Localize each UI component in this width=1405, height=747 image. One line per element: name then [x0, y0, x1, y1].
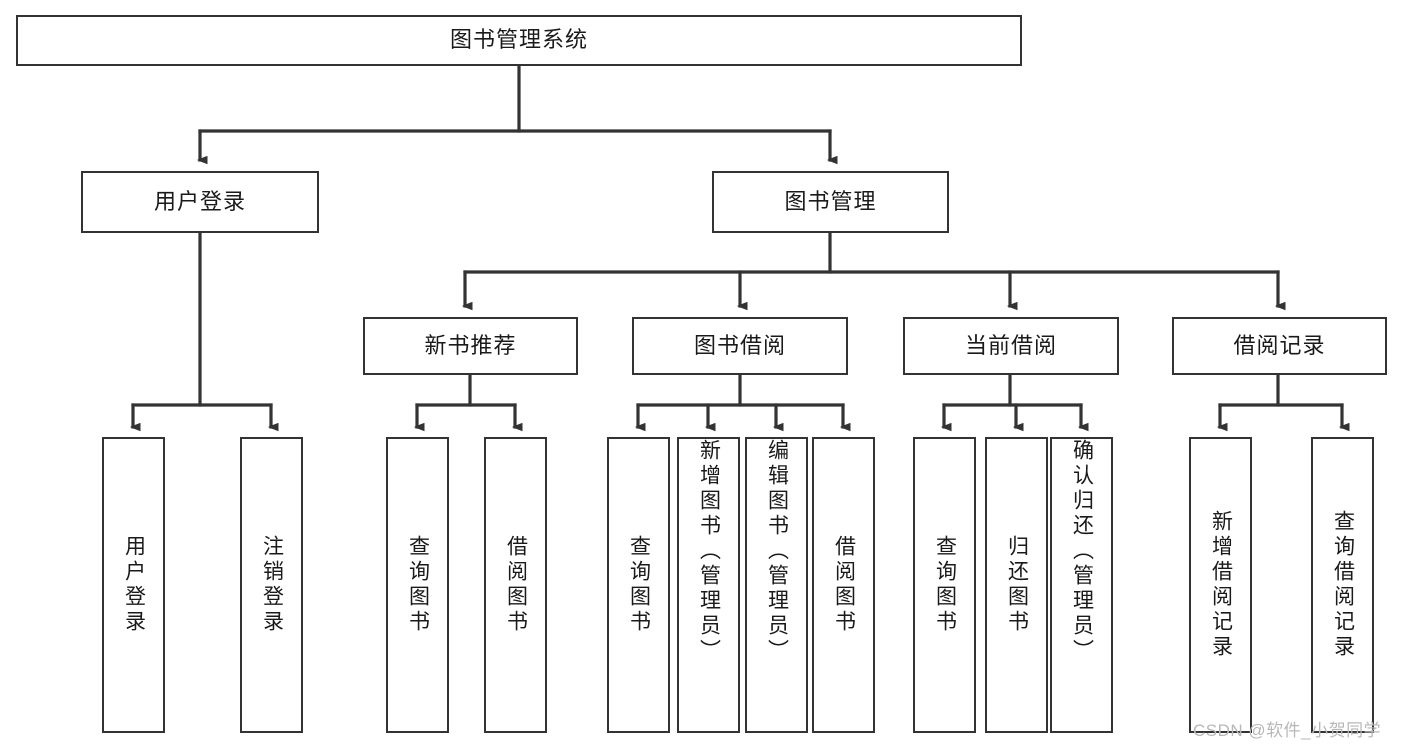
node-leaf-return-book-label: 归还图书 — [1005, 535, 1029, 635]
node-leaf-edit-book[interactable]: 编辑图书（管理员） — [745, 437, 808, 733]
node-root-label: 图书管理系统 — [449, 27, 588, 53]
node-leaf-borrow-book-label: 借阅图书 — [832, 535, 856, 635]
node-leaf-confirm-return-label: 确认归还（管理员） — [1070, 439, 1094, 664]
node-leaf-query-borrow-record-label: 查询借阅记录 — [1331, 510, 1355, 660]
node-new-book-recommend[interactable]: 新书推荐 — [363, 317, 578, 375]
node-leaf-query-book-current[interactable]: 查询图书 — [913, 437, 976, 733]
node-leaf-query-book-borrow-label: 查询图书 — [627, 535, 651, 635]
node-leaf-confirm-return[interactable]: 确认归还（管理员） — [1050, 437, 1113, 733]
node-root[interactable]: 图书管理系统 — [16, 15, 1022, 66]
node-book-borrow[interactable]: 图书借阅 — [632, 317, 848, 375]
node-leaf-borrow-book-rec[interactable]: 借阅图书 — [484, 437, 547, 733]
node-leaf-query-book-rec[interactable]: 查询图书 — [386, 437, 449, 733]
node-leaf-return-book[interactable]: 归还图书 — [985, 437, 1048, 733]
node-leaf-logout-label: 注销登录 — [260, 535, 284, 635]
node-leaf-add-book-label: 新增图书（管理员） — [697, 439, 721, 664]
node-book-management[interactable]: 图书管理 — [712, 171, 949, 233]
node-leaf-query-borrow-record[interactable]: 查询借阅记录 — [1311, 437, 1374, 733]
node-leaf-add-book[interactable]: 新增图书（管理员） — [677, 437, 740, 733]
node-leaf-query-book-rec-label: 查询图书 — [406, 535, 430, 635]
node-user-login-label: 用户登录 — [153, 188, 246, 214]
node-leaf-query-book-borrow[interactable]: 查询图书 — [607, 437, 670, 733]
node-borrow-record[interactable]: 借阅记录 — [1172, 317, 1387, 375]
node-book-borrow-label: 图书借阅 — [693, 332, 786, 358]
node-user-login[interactable]: 用户登录 — [81, 171, 319, 233]
node-borrow-record-label: 借阅记录 — [1233, 332, 1326, 358]
node-leaf-logout[interactable]: 注销登录 — [240, 437, 303, 733]
node-leaf-add-borrow-record[interactable]: 新增借阅记录 — [1189, 437, 1252, 733]
node-leaf-borrow-book[interactable]: 借阅图书 — [812, 437, 875, 733]
node-leaf-edit-book-label: 编辑图书（管理员） — [765, 439, 789, 664]
node-leaf-user-login[interactable]: 用户登录 — [102, 437, 165, 733]
node-leaf-add-borrow-record-label: 新增借阅记录 — [1209, 510, 1233, 660]
node-book-management-label: 图书管理 — [784, 188, 877, 214]
node-leaf-query-book-current-label: 查询图书 — [933, 535, 957, 635]
csdn-watermark: CSDN @软件_小贺同学 — [1193, 721, 1382, 740]
node-new-book-recommend-label: 新书推荐 — [424, 332, 517, 358]
node-leaf-borrow-book-rec-label: 借阅图书 — [504, 535, 528, 635]
node-current-borrow[interactable]: 当前借阅 — [903, 317, 1119, 375]
node-current-borrow-label: 当前借阅 — [964, 332, 1057, 358]
node-leaf-user-login-label: 用户登录 — [122, 535, 146, 635]
